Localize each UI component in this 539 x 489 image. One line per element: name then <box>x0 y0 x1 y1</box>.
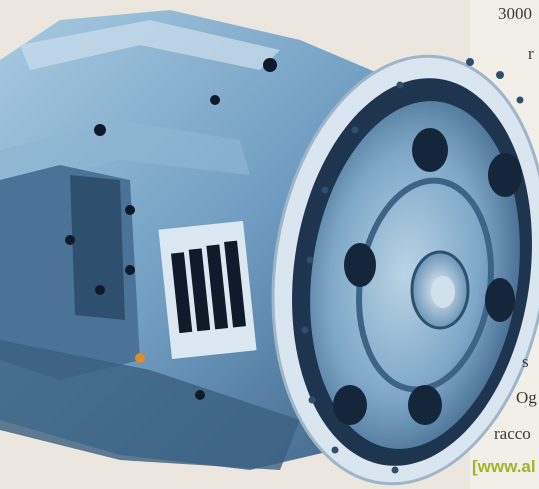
side-text-link: [www.al <box>472 457 536 476</box>
side-text-line-1: 3000 <box>498 4 532 23</box>
side-text-line-5: racco <box>494 424 531 443</box>
casing-top-rib <box>20 20 280 70</box>
side-text-line-4: Og <box>516 388 537 407</box>
valve-cover <box>70 175 125 320</box>
converter-lugs <box>333 128 522 425</box>
casing-bottom-shadow <box>0 340 300 470</box>
converter-hub-center <box>431 276 455 308</box>
side-plate-slots <box>170 240 246 334</box>
orange-plug <box>135 353 145 363</box>
casing-bolts <box>65 58 277 400</box>
side-text-line-3: s <box>522 352 529 371</box>
side-text-line-2: r <box>528 44 534 63</box>
flange-bolt-holes <box>301 58 524 474</box>
